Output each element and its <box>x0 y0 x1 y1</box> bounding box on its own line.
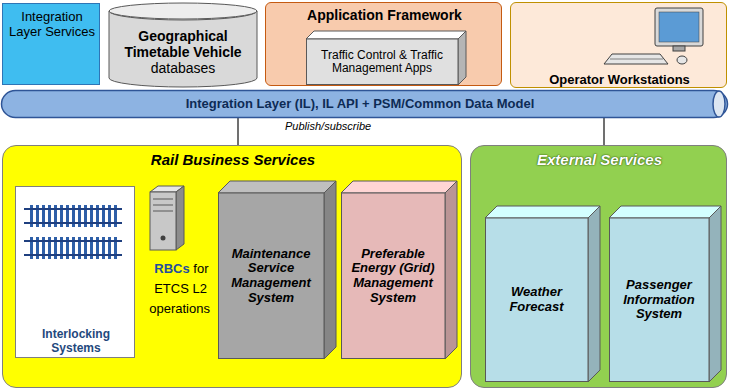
node-heading: Geographical Timetable Vehicle <box>116 29 250 60</box>
system-box: Weather Forecast <box>485 206 600 382</box>
mouse <box>677 56 687 64</box>
box-top-face <box>306 31 466 39</box>
box-front-face <box>307 39 459 85</box>
node-label: Application Framework <box>307 8 462 24</box>
monitor-stand <box>673 46 685 51</box>
note-label: Publish/subscribe <box>285 120 371 132</box>
component-box: Integration Layer (IL), IL API + PSM/Com… <box>1 90 728 118</box>
component-box: Application FrameworkTraffic Control & T… <box>265 2 502 86</box>
component-box: Operator Workstations <box>510 2 727 88</box>
monitor <box>655 8 703 46</box>
track-rail <box>24 222 122 224</box>
track-sleepers <box>28 237 118 259</box>
track-rail <box>24 240 122 242</box>
box-top-face <box>341 181 457 193</box>
box-side-face <box>458 31 466 85</box>
server-slot <box>153 199 173 200</box>
node-label: Rail Business Services <box>151 152 315 169</box>
box-top-face <box>485 206 600 218</box>
system-box: Traffic Control & Traffic Management App… <box>306 31 466 85</box>
node-label: Interlocking Systems <box>20 328 132 355</box>
text-area: External Services <box>481 152 718 176</box>
node-label: Traffic Control & Traffic Management App… <box>310 49 454 76</box>
box-side-face <box>324 181 336 359</box>
cylinder-top <box>109 3 257 19</box>
node-label: Weather Forecast <box>489 285 584 314</box>
track-sleepers <box>28 205 118 227</box>
text-area: Rail Business Services <box>13 152 453 176</box>
pipe-body <box>2 91 728 118</box>
text-area: Weather Forecast <box>489 222 584 378</box>
component-box: RBCsfor ETCS L2 operations <box>143 186 218 358</box>
pipe-end <box>713 91 725 117</box>
text-area: Preferable Energy (Grid) Management Syst… <box>345 197 441 355</box>
node-label: Preferable Energy (Grid) Management Syst… <box>345 247 441 305</box>
computer-icon <box>604 8 703 64</box>
keyboard <box>604 54 668 64</box>
system-box: Preferable Energy (Grid) Management Syst… <box>341 181 457 359</box>
server-button <box>161 236 166 241</box>
component-box: External ServicesWeather Forecast Passeng… <box>470 145 727 388</box>
text-area: Integration Layer Services <box>7 10 97 82</box>
text-area: Integration Layer (IL), IL API + PSM/Com… <box>15 90 705 118</box>
node-label: Integration Layer Services <box>7 10 97 39</box>
server-slot <box>153 211 173 212</box>
box-top-face <box>218 181 336 193</box>
text-area: RBCsfor ETCS L2 operations <box>143 258 218 320</box>
text-area: Maintenance Service Management System <box>222 197 320 355</box>
text-area: Geographical Timetable Vehicledatabases <box>116 20 250 86</box>
node-label: databases <box>151 61 216 77</box>
server-slot <box>153 205 173 206</box>
cylinder-body <box>109 11 257 87</box>
node-label: Passenger Information System <box>613 278 705 322</box>
box-front-face <box>219 193 325 359</box>
text-area: Passenger Information System <box>613 222 705 378</box>
connector-line <box>603 118 605 145</box>
server-top <box>150 186 184 192</box>
component-box: Interlocking Systems <box>15 186 135 358</box>
box-front-face <box>342 193 446 359</box>
box-front-face <box>610 218 710 382</box>
component-box: Integration Layer Services <box>2 3 100 85</box>
box-front-face <box>486 218 589 382</box>
keyboard-keys <box>610 59 663 60</box>
text-area: Interlocking Systems <box>20 313 132 355</box>
server-front <box>150 192 176 250</box>
text-area: Operator Workstations <box>515 69 724 88</box>
node-label: External Services <box>537 152 662 169</box>
component-box: Rail Business ServicesInterlocking Syste… <box>2 145 462 388</box>
monitor-screen <box>659 12 699 42</box>
connector-line <box>237 118 239 145</box>
node-label: Operator Workstations <box>549 73 690 88</box>
box-top-face <box>609 206 721 218</box>
box-side-face <box>709 206 721 382</box>
node-label: Integration Layer (IL), IL API + PSM/Com… <box>186 97 535 112</box>
track-rail <box>24 254 122 256</box>
node-heading: RBCs <box>154 261 189 276</box>
server-side <box>176 186 184 250</box>
server-icon <box>150 186 184 250</box>
node-label: Maintenance Service Management System <box>222 247 320 305</box>
box-side-face <box>588 206 600 382</box>
text-line: RBCsfor ETCS L2 operations <box>143 258 218 318</box>
database-cylinder: Geographical Timetable Vehicledatabases <box>108 2 258 88</box>
track-rail <box>24 208 122 210</box>
system-box: Maintenance Service Management System <box>218 181 336 359</box>
system-box: Passenger Information System <box>609 206 721 382</box>
text-area: Application Framework <box>272 8 497 30</box>
interlocking-icon <box>24 205 122 259</box>
text-area: Traffic Control & Traffic Management App… <box>310 43 454 81</box>
box-side-face <box>445 181 457 359</box>
